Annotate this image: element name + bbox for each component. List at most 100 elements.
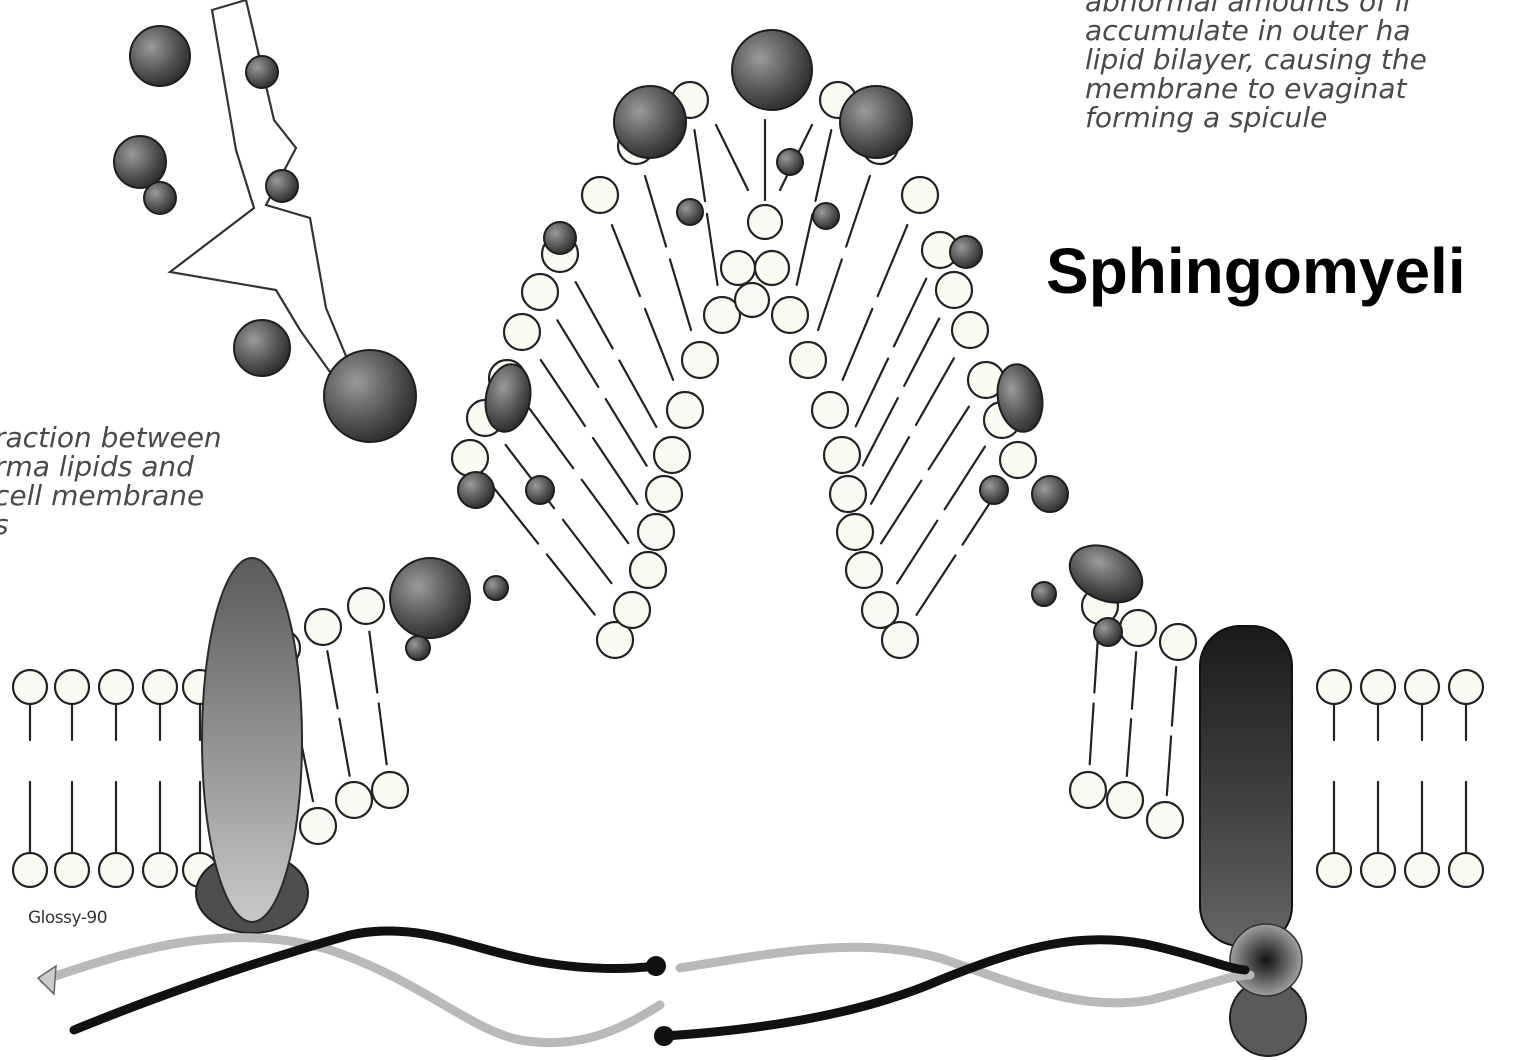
note-line: s [0, 510, 222, 539]
lipid-head [348, 588, 384, 624]
lipid-head [55, 670, 89, 704]
lipid-sphere [1094, 618, 1122, 646]
spicule-bilayer [264, 30, 1196, 844]
lipid-head [638, 514, 674, 550]
lipid-head [1147, 802, 1183, 838]
lipid-sphere [813, 203, 839, 229]
lipid-head [862, 592, 898, 628]
lipid-tail [527, 405, 574, 468]
lipid-head [1361, 670, 1395, 704]
lipid-sphere [390, 558, 470, 638]
lipid-head [1361, 853, 1395, 887]
lipid-head [654, 437, 690, 473]
lipid-head [13, 670, 47, 704]
lipid-head [1317, 853, 1351, 887]
lipid-tail [694, 130, 705, 201]
lipid-tail [894, 279, 926, 347]
lipid-head [336, 782, 372, 818]
lipid-head [55, 853, 89, 887]
lipid-head [952, 312, 988, 348]
lipid-head [936, 272, 972, 308]
lipid-head [1449, 853, 1483, 887]
strand-end-cap [38, 966, 56, 994]
lipid-head [1120, 610, 1156, 646]
protein-label: Glossy-90 [28, 908, 107, 928]
lipid-tail [593, 438, 637, 504]
lipid-tail [818, 259, 842, 330]
lipid-head [846, 552, 882, 588]
heading-title: Sphingomyeli [1046, 236, 1466, 306]
lipid-tail [856, 359, 888, 427]
lipid-tail [843, 309, 873, 380]
lipid-sphere [677, 199, 703, 225]
spicule-explanation-note: abnormal amounts of li accumulate in out… [1085, 0, 1427, 132]
lipid-head [143, 670, 177, 704]
lipid-sphere [777, 149, 803, 175]
lipid-tail [327, 651, 337, 708]
lipid-sphere-apex [732, 30, 812, 110]
lipid-sphere [1032, 582, 1056, 606]
lipid-head [614, 592, 650, 628]
lipid-head [1160, 624, 1196, 660]
note-line: rma lipids and [0, 452, 222, 481]
incoming-lipids [114, 0, 416, 442]
lipid-tail [707, 214, 718, 285]
lipid-sphere [484, 576, 508, 600]
lipid-sphere [980, 476, 1008, 504]
gray-strand-left [44, 938, 660, 1043]
lipid-tail [929, 407, 969, 470]
lipid-tail [369, 632, 377, 693]
incoming-lipid [144, 182, 176, 214]
lipid-head [1449, 670, 1483, 704]
lipid-tail [1172, 667, 1176, 726]
lipid-head [902, 177, 938, 213]
lipid-tail [878, 225, 908, 296]
lipid-tail [904, 319, 939, 386]
lipid-tail [339, 719, 349, 776]
strand-break-knot [646, 956, 666, 976]
flat-bilayer-right [1317, 670, 1483, 887]
lipid-sphere [840, 86, 912, 158]
note-line: membrane to evaginat [1085, 74, 1427, 103]
transmembrane-protein-right [1200, 626, 1292, 946]
lipid-tail [797, 214, 813, 285]
lipid-head [300, 808, 336, 844]
flat-bilayer-left [13, 670, 217, 887]
protein-anchor-knot [1230, 924, 1302, 996]
lipid-tail [563, 520, 612, 583]
incoming-lipid [114, 136, 166, 188]
lipid-head [735, 283, 769, 317]
lipid-tail [897, 521, 937, 584]
note-line: cell membrane [0, 481, 222, 510]
lipid-head [630, 552, 666, 588]
lipid-head [99, 853, 133, 887]
lipid-sphere [614, 86, 686, 158]
lipid-head [682, 342, 718, 378]
lipid-head [755, 251, 789, 285]
incoming-lipid [324, 350, 416, 442]
lipid-tail [379, 704, 387, 765]
lipid-tail [871, 437, 909, 504]
lipid-head [837, 514, 873, 550]
lipid-tail [606, 399, 647, 466]
lipid-tail [846, 176, 870, 247]
lipid-head [667, 392, 703, 428]
lipid-head [1405, 670, 1439, 704]
strand-break-knot [654, 1026, 674, 1046]
lipid-head [1405, 853, 1439, 887]
cytoskeleton-strands [38, 931, 1250, 1046]
lipid-sphere [1032, 476, 1068, 512]
lipid-head [790, 342, 826, 378]
interaction-note: raction between rma lipids and cell memb… [0, 423, 222, 539]
lipid-head [721, 251, 755, 285]
note-line: forming a spicule [1085, 103, 1427, 132]
note-line: lipid bilayer, causing the [1085, 45, 1427, 74]
lipid-tail [1167, 736, 1171, 795]
lipid-tail [917, 555, 956, 614]
lipid-head [1107, 782, 1143, 818]
lipid-sphere [406, 636, 430, 660]
lipid-sphere [950, 236, 982, 268]
lipid-tail [815, 130, 831, 201]
lipid-head [522, 274, 558, 310]
